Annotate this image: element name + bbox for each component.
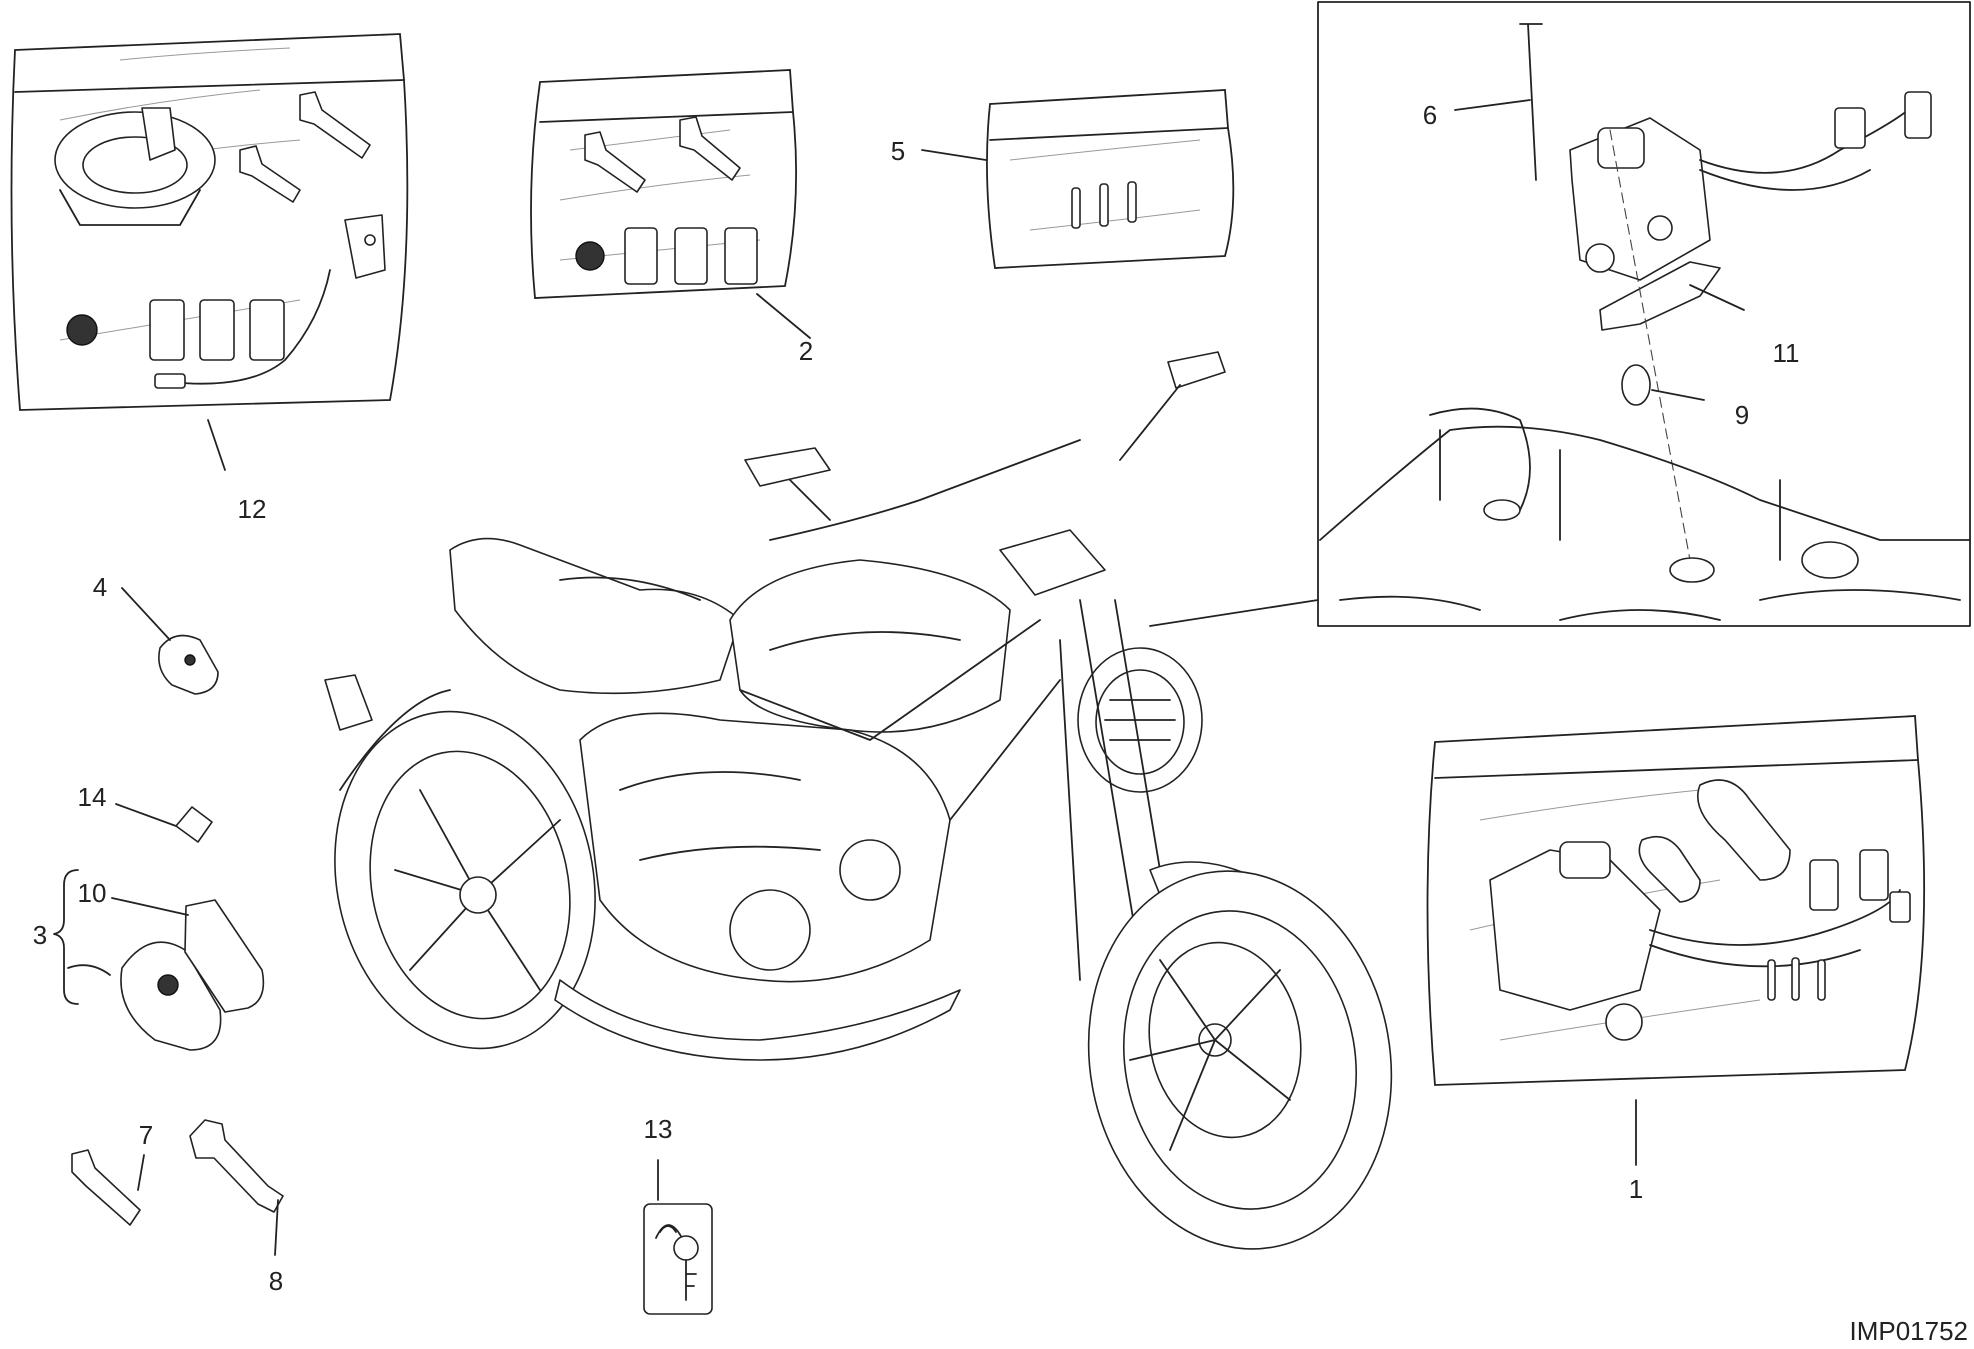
motorcycle-illustration: [324, 351, 1393, 1250]
callout-12: 12: [238, 494, 267, 524]
callout-10: 10: [78, 878, 107, 908]
seat-release-cable: [169, 269, 331, 385]
callout-11: 11: [1773, 338, 1800, 368]
right-mirror: [1167, 351, 1226, 389]
leader-lines: [67, 99, 1745, 1256]
kit-1-key-large: [1696, 779, 1791, 881]
key-blade-7: [71, 1149, 141, 1226]
steering-head-frame: [1319, 425, 1971, 541]
remote-key-tag: [643, 1203, 713, 1315]
kit-5-group: [986, 89, 1235, 269]
fuel-tank: [729, 559, 1011, 733]
code-card-tag: [175, 806, 213, 843]
callout-6: 6: [1423, 100, 1437, 130]
inset-frame-group: [1149, 1, 1971, 627]
callout-14: 14: [78, 782, 107, 812]
callout-8: 8: [269, 1266, 283, 1296]
switch-bracket: [1599, 261, 1721, 331]
lock-disc: [66, 314, 98, 346]
left-mirror: [744, 447, 831, 487]
callout-9: 9: [1735, 400, 1749, 430]
bracket-3: [53, 869, 79, 1005]
callout-4: 4: [93, 572, 107, 602]
callout-1: 1: [1629, 1174, 1643, 1204]
diagram-code: IMP01752: [1849, 1316, 1968, 1346]
callout-3: 3: [33, 920, 47, 950]
callout-7: 7: [139, 1120, 153, 1150]
callout-13: 13: [644, 1114, 673, 1144]
rear-wheel-spokes: [394, 789, 561, 991]
kit-1-group: [1426, 715, 1926, 1086]
handlebar: [769, 439, 1081, 541]
rubber-grommet: [1621, 364, 1651, 406]
callout-labels: 1 2 3 4 5 6 7 8 9 10 11 12 13 14: [33, 100, 1800, 1296]
key-remote-cover: [184, 899, 265, 1013]
kit-5-card: [986, 89, 1235, 269]
lock-cylinder-group: [149, 299, 285, 361]
key-blade-8: [189, 1119, 284, 1213]
kit-12-group: [10, 33, 409, 411]
kit-2-group: [530, 69, 798, 299]
key-tag-slots: [1071, 187, 1081, 229]
inset-leader-line: [1149, 599, 1319, 627]
callout-5: 5: [891, 136, 905, 166]
callout-2: 2: [799, 336, 813, 366]
seat: [449, 537, 741, 695]
